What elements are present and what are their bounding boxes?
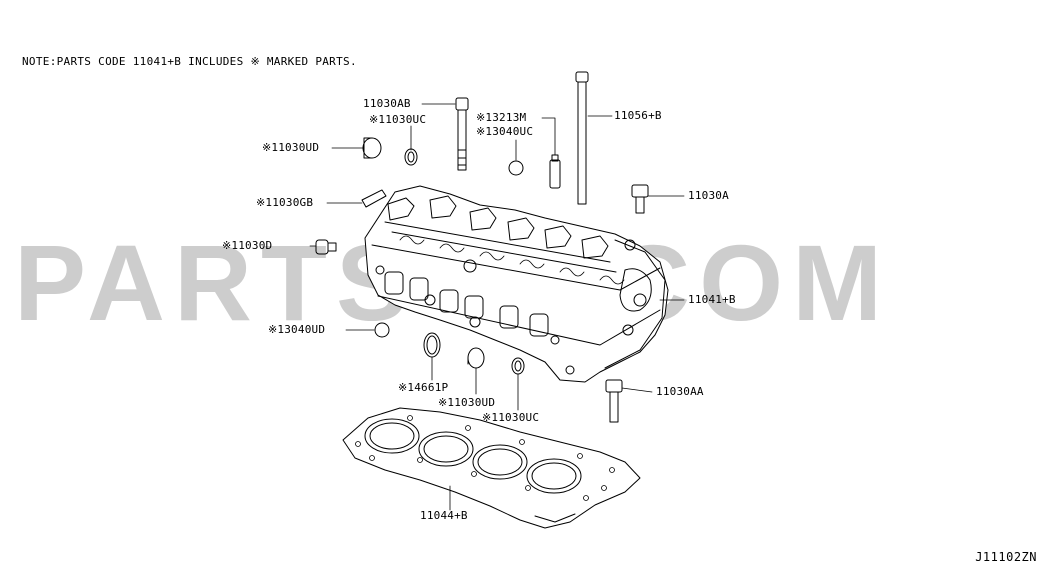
- plug-11030D[interactable]: [315, 239, 337, 255]
- label-11030UD-bottom[interactable]: ※11030UD: [438, 396, 496, 409]
- bolt-11056B[interactable]: [575, 71, 589, 205]
- label-11030AA[interactable]: 11030AA: [656, 385, 704, 398]
- sleeve-13213M[interactable]: [549, 154, 561, 189]
- bolt-11030A[interactable]: [631, 184, 649, 214]
- label-11041B[interactable]: 11041+B: [688, 293, 736, 306]
- label-11056B[interactable]: 11056+B: [614, 109, 662, 122]
- plug-11030UD-left[interactable]: [362, 137, 382, 159]
- ring-14661P[interactable]: [423, 332, 441, 358]
- seal-11030UC-bottom[interactable]: [511, 357, 525, 375]
- label-11030AB[interactable]: 11030AB: [363, 97, 411, 110]
- note-text: NOTE:PARTS CODE 11041+B INCLUDES ※ MARKE…: [22, 55, 357, 68]
- label-11030UC-top[interactable]: ※11030UC: [369, 113, 427, 126]
- label-13213M[interactable]: ※13213M: [476, 111, 527, 124]
- dowel-11030GB[interactable]: [361, 189, 387, 208]
- label-11030UD-left[interactable]: ※11030UD: [262, 141, 320, 154]
- label-11030D[interactable]: ※11030D: [222, 239, 273, 252]
- head-gasket[interactable]: [342, 407, 641, 529]
- label-14661P[interactable]: ※14661P: [398, 381, 449, 394]
- bolt-11030AB[interactable]: [455, 97, 469, 171]
- cylinder-head[interactable]: [364, 185, 669, 383]
- diagram-id: J11102ZN: [975, 550, 1037, 564]
- leader-lines: [309, 103, 685, 511]
- label-13040UD[interactable]: ※13040UD: [268, 323, 326, 336]
- plug-11030UD-bottom[interactable]: [467, 347, 485, 369]
- label-11030GB[interactable]: ※11030GB: [256, 196, 314, 209]
- ball-13040UD[interactable]: [374, 322, 390, 338]
- label-11044B[interactable]: 11044+B: [420, 509, 468, 522]
- seal-11030UC-top[interactable]: [404, 148, 418, 166]
- label-11030UC-bottom[interactable]: ※11030UC: [482, 411, 540, 424]
- ball-13040UC[interactable]: [508, 160, 524, 176]
- label-13040UC[interactable]: ※13040UC: [476, 125, 534, 138]
- label-11030A[interactable]: 11030A: [688, 189, 729, 202]
- bolt-11030AA[interactable]: [605, 379, 623, 423]
